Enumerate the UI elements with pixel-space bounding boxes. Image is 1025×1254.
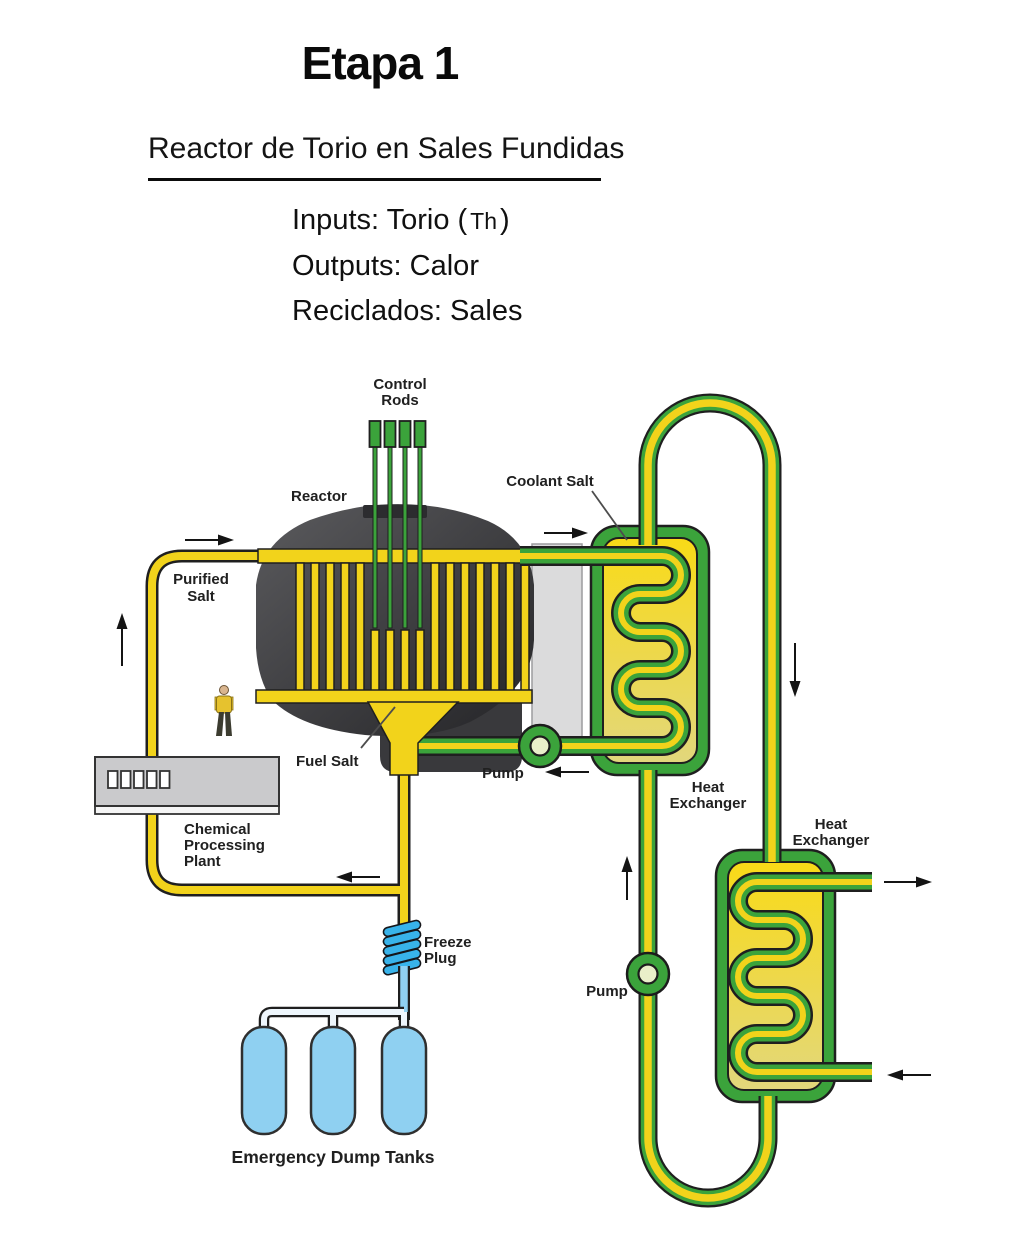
coolant-salt-pointer [591,490,628,541]
outputs-line: Outputs: Calor [292,250,479,282]
flow-arrow-reactor-to-hx1 [544,527,588,539]
recycled-line: Reciclados: Sales [292,295,523,327]
freeze-plug-label: Plug [424,950,457,967]
title-underline [148,178,601,181]
thorium-symbol: Th [470,208,498,234]
dump-tank [380,1025,428,1136]
fuel-salt-pointer [360,706,396,749]
heat-exchanger-1-label: Exchanger [670,795,747,812]
fuel-salt-funnel [366,701,460,776]
io-summary: Inputs: Torio (Th) Outputs: Calor Recicl… [292,198,523,334]
control-rods-label: Rods [381,392,419,409]
person-figure [214,685,234,736]
dump-tank [309,1025,357,1136]
dump-tanks-label: Emergency Dump Tanks [232,1147,435,1167]
fuel-salt-label: Fuel Salt [296,753,359,770]
flow-arrow-up-coolant [621,856,633,900]
plant-windows [107,770,171,789]
pump-2 [625,951,671,997]
heat-exchanger-2-label: Exchanger [793,832,870,849]
heat-exchanger-1-label: Heat [692,779,725,796]
reactor-label: Reactor [291,488,347,505]
chemical-processing-plant [94,756,280,815]
flow-arrow-pump1-left [545,766,589,778]
control-rods [368,420,427,629]
control-rods-label: Control [373,376,426,393]
purified-salt-label: Purified [173,571,229,588]
flow-arrow-into-reactor-left [185,534,234,546]
dump-tank [240,1025,288,1136]
flow-arrow-hx2-in [887,1069,931,1081]
control-rod-housing [363,505,427,518]
diagram-title: Reactor de Torio en Sales Fundidas [148,132,625,165]
coolant-salt-label: Coolant Salt [506,473,594,490]
freeze-plug [382,919,422,976]
pump-2-label: Pump [586,983,628,1000]
chemical-plant-label: Plant [184,853,221,870]
pump-1-label: Pump [482,765,524,782]
page-title: Etapa 1 [301,37,460,89]
heat-exchanger-2-label: Heat [815,816,848,833]
chemical-plant-label: Chemical [184,821,251,838]
flow-arrow-hx2-out [884,876,932,888]
flow-arrow-down-coolant [789,643,801,697]
emergency-dump-tanks [240,1025,428,1136]
diagram-labels: Control Rods Reactor Coolant Salt Purifi… [173,376,869,1167]
pump-1 [517,723,563,769]
purified-salt-label: Salt [187,588,215,605]
chemical-plant-label: Processing [184,837,265,854]
reactor-vessel-wall [531,543,583,745]
flow-arrow-return-left [336,871,380,883]
dump-tank-piping [264,966,404,1032]
flow-arrows [116,527,932,1081]
inputs-line: Inputs: Torio (Th) [292,204,510,236]
freeze-plug-label: Freeze [424,934,472,951]
flow-arrow-up-left-loop [116,613,128,666]
